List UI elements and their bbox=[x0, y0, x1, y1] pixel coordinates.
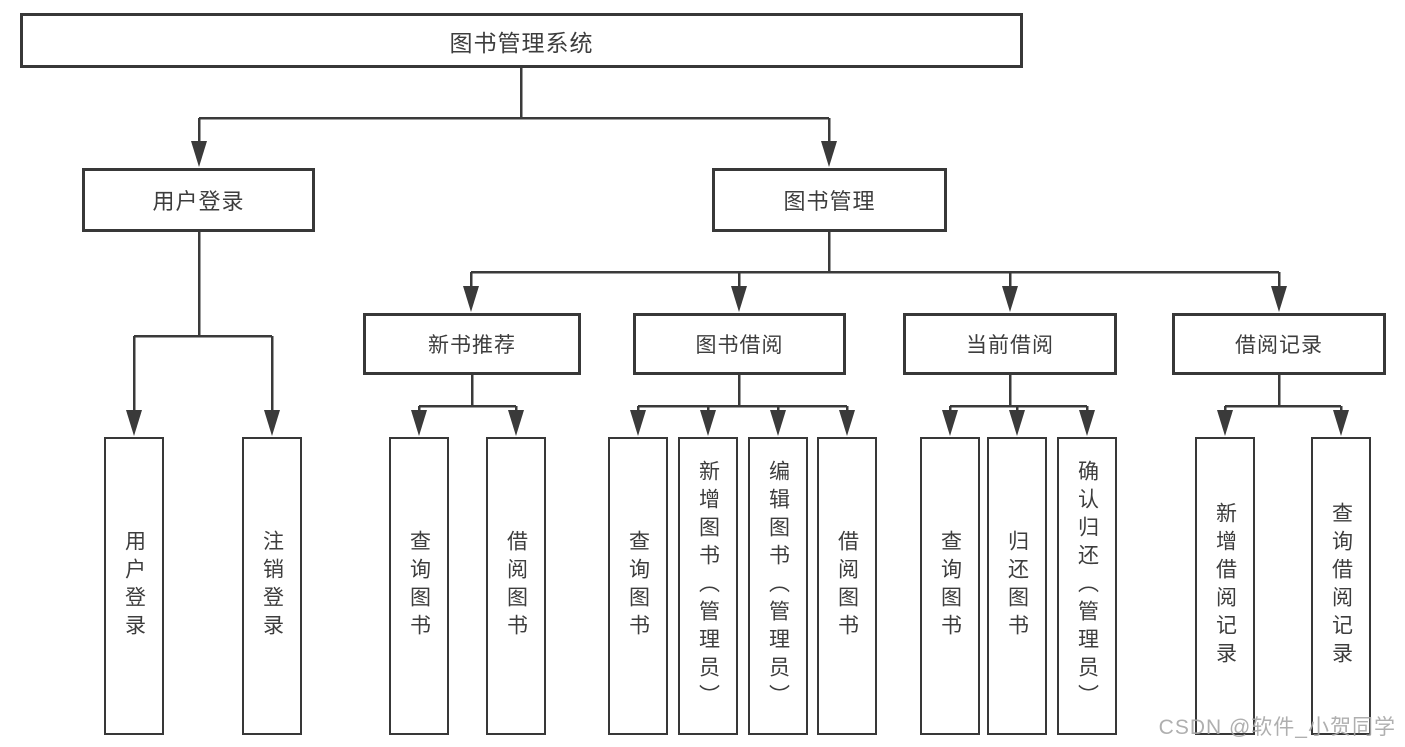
watermark: CSDN @软件_小贺同学 bbox=[1158, 716, 1396, 739]
leaf-query-books-current: 查询图书 bbox=[920, 437, 980, 735]
leaf-return-book-label: 归还图书 bbox=[1005, 530, 1029, 642]
node-borrow-records-label: 借阅记录 bbox=[1235, 334, 1323, 357]
leaf-user-login: 用户登录 bbox=[104, 437, 164, 735]
node-borrow-records: 借阅记录 bbox=[1172, 313, 1386, 375]
leaf-edit-book-admin: 编辑图书（管理员） bbox=[748, 437, 808, 735]
leaf-confirm-return-admin-label: 确认归还（管理员） bbox=[1075, 460, 1099, 712]
node-current-borrow: 当前借阅 bbox=[903, 313, 1117, 375]
node-book-borrow: 图书借阅 bbox=[633, 313, 846, 375]
leaf-query-books-borrow: 查询图书 bbox=[608, 437, 668, 735]
leaf-add-book-admin: 新增图书（管理员） bbox=[678, 437, 738, 735]
node-user-login: 用户登录 bbox=[82, 168, 315, 232]
node-root-label: 图书管理系统 bbox=[449, 29, 594, 56]
leaf-query-books-recommend-label: 查询图书 bbox=[407, 530, 431, 642]
leaf-logout: 注销登录 bbox=[242, 437, 302, 735]
leaf-query-books-current-label: 查询图书 bbox=[938, 530, 962, 642]
leaf-borrow-books-label: 借阅图书 bbox=[835, 530, 859, 642]
node-root: 图书管理系统 bbox=[20, 13, 1023, 68]
node-current-borrow-label: 当前借阅 bbox=[966, 334, 1054, 357]
node-book-borrow-label: 图书借阅 bbox=[695, 334, 784, 357]
leaf-query-books-borrow-label: 查询图书 bbox=[626, 530, 650, 642]
leaf-borrow-books-recommend-label: 借阅图书 bbox=[504, 530, 528, 642]
leaf-borrow-books-recommend: 借阅图书 bbox=[486, 437, 546, 735]
leaf-add-borrow-record: 新增借阅记录 bbox=[1195, 437, 1255, 735]
leaf-borrow-books: 借阅图书 bbox=[817, 437, 877, 735]
leaf-logout-label: 注销登录 bbox=[260, 530, 284, 642]
leaf-query-books-recommend: 查询图书 bbox=[389, 437, 449, 735]
leaf-edit-book-admin-label: 编辑图书（管理员） bbox=[766, 460, 790, 712]
leaf-add-book-admin-label: 新增图书（管理员） bbox=[696, 460, 720, 712]
node-new-book-recommend: 新书推荐 bbox=[363, 313, 581, 375]
node-user-login-label: 用户登录 bbox=[152, 189, 245, 214]
node-book-management-label: 图书管理 bbox=[783, 189, 876, 214]
leaf-query-borrow-record-label: 查询借阅记录 bbox=[1329, 502, 1353, 670]
node-book-management: 图书管理 bbox=[712, 168, 947, 232]
leaf-confirm-return-admin: 确认归还（管理员） bbox=[1057, 437, 1117, 735]
leaf-add-borrow-record-label: 新增借阅记录 bbox=[1213, 502, 1237, 670]
leaf-return-book: 归还图书 bbox=[987, 437, 1047, 735]
leaf-user-login-label: 用户登录 bbox=[122, 530, 146, 642]
node-new-book-recommend-label: 新书推荐 bbox=[428, 334, 516, 357]
leaf-query-borrow-record: 查询借阅记录 bbox=[1311, 437, 1371, 735]
